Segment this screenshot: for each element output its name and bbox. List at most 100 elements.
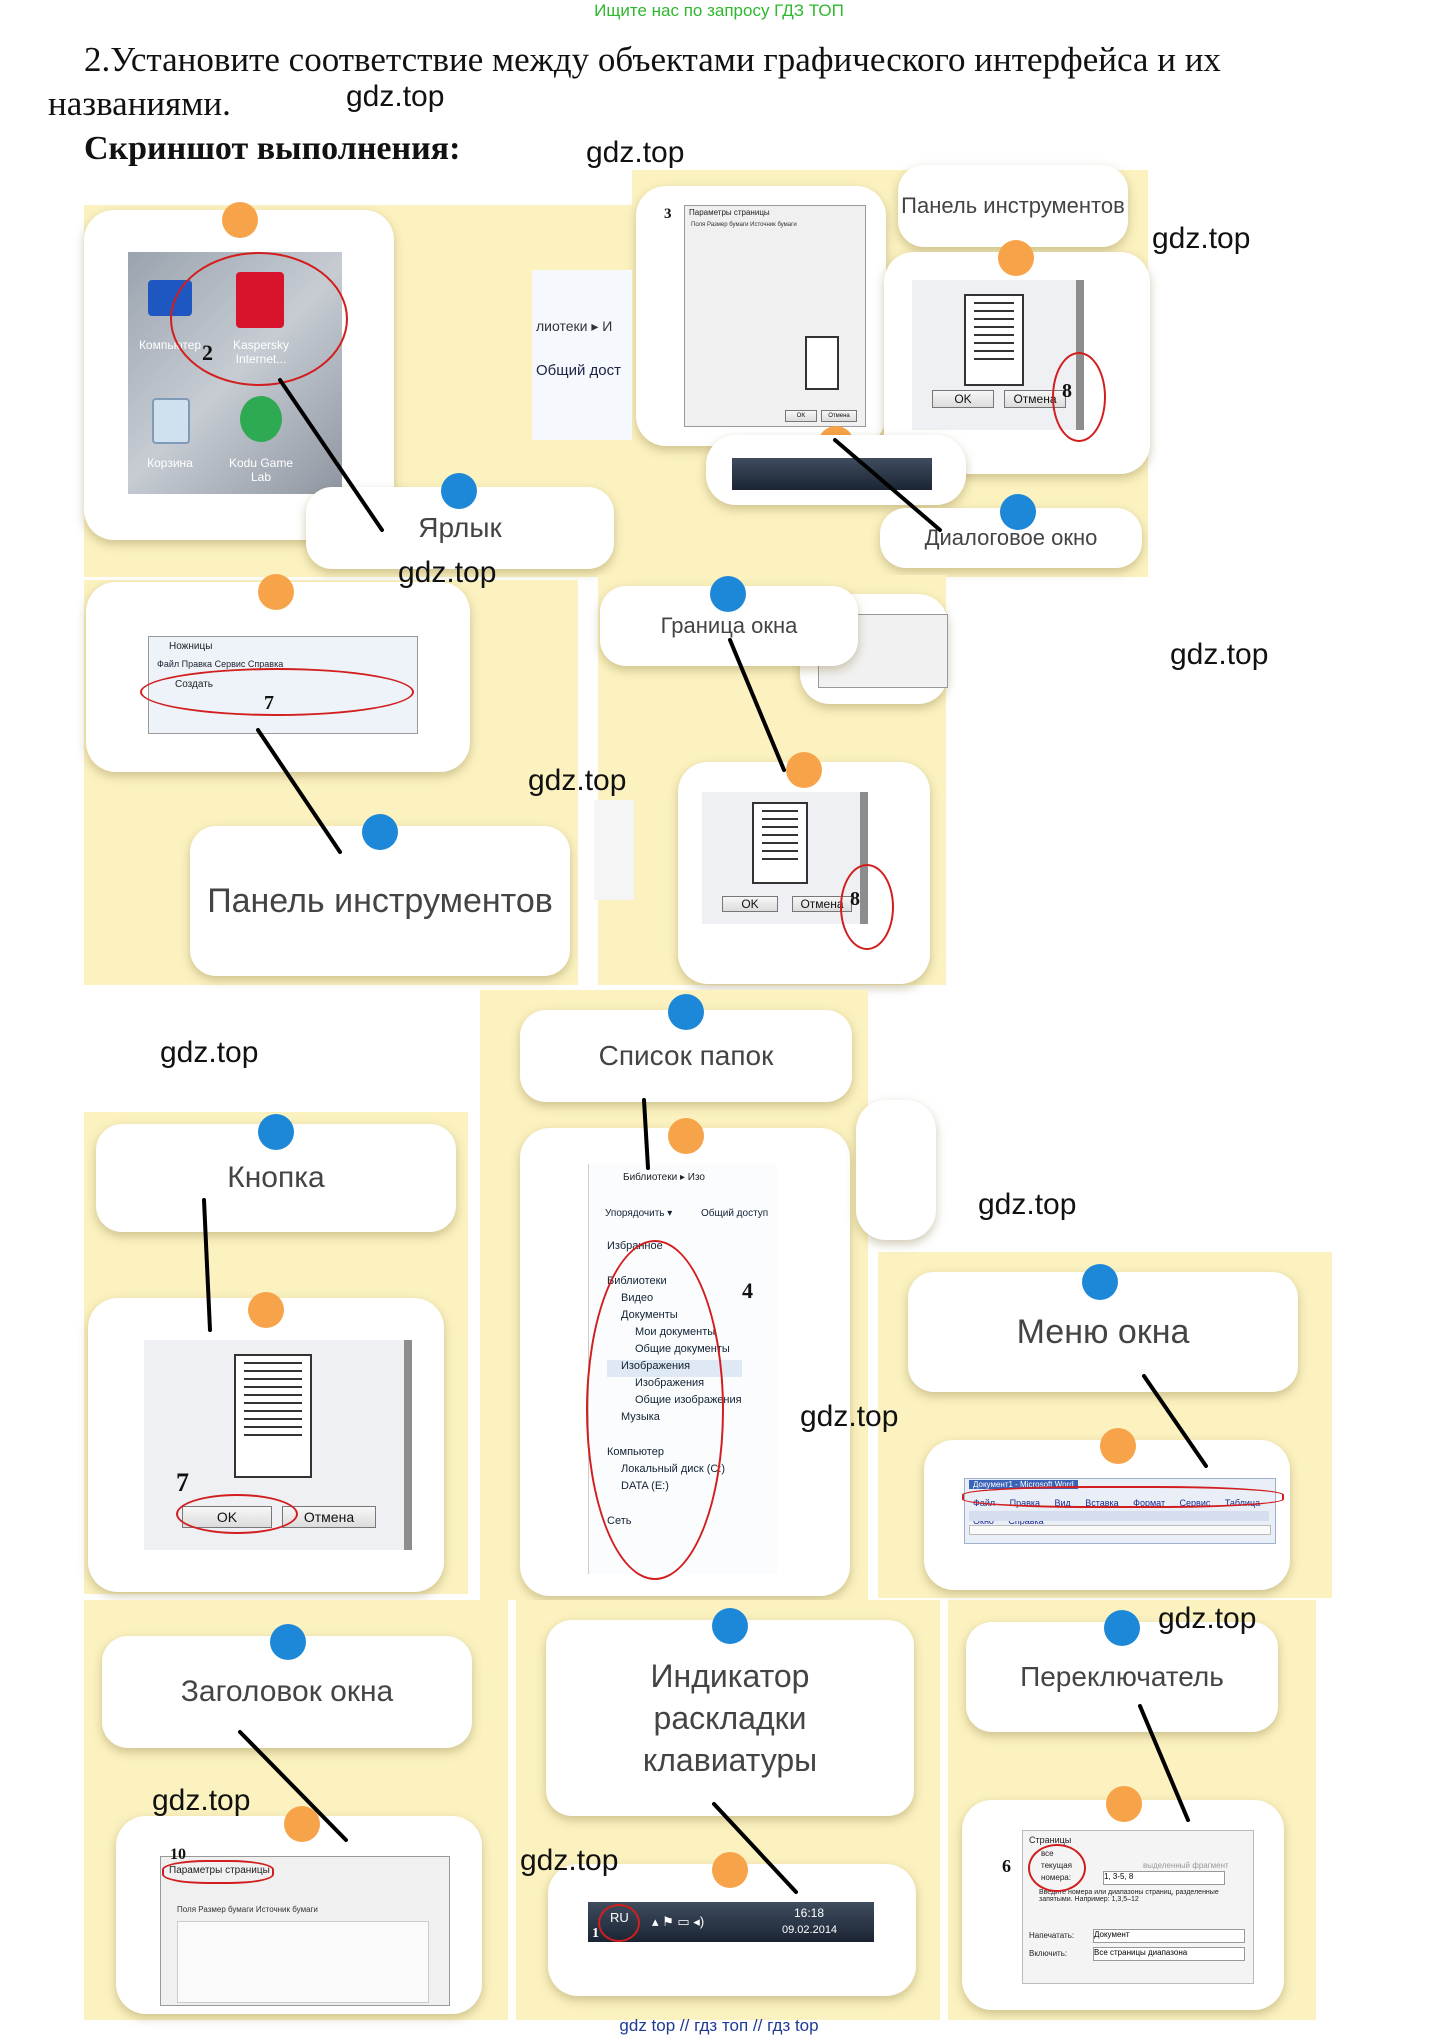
watermark: gdz.top [1170, 638, 1269, 671]
footer-links[interactable]: gdz top // гдз топ // гдз top [619, 2016, 819, 2035]
page-setup-screenshot: Параметры страницы Поля Размер бумаги Ис… [684, 205, 866, 427]
anchor-dot [284, 1806, 320, 1842]
word-ruler [969, 1525, 1271, 1535]
anchor-dot [712, 1852, 748, 1888]
label-menu: Меню окна [908, 1272, 1298, 1392]
dialog-tabs: Поля Размер бумаги Источник бумаги [691, 222, 797, 228]
highlight-ring [162, 1860, 274, 1884]
anchor-dot [258, 574, 294, 610]
connector-line [1138, 1704, 1190, 1822]
menu-item[interactable]: Файл [157, 659, 180, 669]
watermark: gdz.top [1158, 1602, 1257, 1635]
dialog-tabs: Поля Размер бумаги Источник бумаги [177, 1905, 318, 1914]
label-button: Кнопка [96, 1124, 456, 1232]
tab-fields[interactable]: Поля [691, 222, 706, 228]
page-preview-icon [752, 802, 808, 884]
ok-button[interactable]: OK [785, 410, 817, 422]
include-select[interactable]: Все страницы диапазона [1093, 1947, 1245, 1961]
anchor-dot [258, 1114, 294, 1150]
pages-hint: Введите номера или диапазоны страниц, ра… [1039, 1889, 1219, 1903]
highlight-ring [140, 668, 414, 716]
marker-number: 6 [1002, 1856, 1011, 1876]
snipping-menu: Файл Правка Сервис Справка [157, 659, 283, 669]
cancel-button[interactable]: Отмена [282, 1506, 376, 1528]
clock-time: 16:18 [794, 1906, 825, 1920]
cancel-button[interactable]: Отмена [821, 410, 857, 422]
taskbar-fragment [732, 458, 932, 490]
desktop-icon-label: Kodu Game Lab [228, 456, 294, 484]
connector-line [278, 378, 384, 532]
highlight-ring [1028, 1844, 1086, 1892]
anchor-dot [1104, 1610, 1140, 1646]
marker-number: 2 [202, 340, 213, 365]
subtitle: Скриншот выполнения: [84, 130, 461, 167]
clock-date: 09.02.2014 [782, 1924, 838, 1936]
label-border: Граница окна [600, 586, 858, 666]
tab-paper-size[interactable]: Размер бумаги [706, 222, 749, 228]
tab-paper-source[interactable]: Источник бумаги [255, 1905, 318, 1914]
cancel-button[interactable]: Отмена [1004, 390, 1066, 408]
pages-input[interactable]: 1, 3-5, 8 [1103, 1871, 1225, 1885]
ok-button[interactable]: OK [932, 390, 994, 408]
anchor-dot [222, 202, 258, 238]
menu-item[interactable]: Формат [1133, 1498, 1166, 1508]
menu-item[interactable]: Вставка [1085, 1498, 1119, 1508]
preview-page-icon [805, 336, 839, 390]
menu-item[interactable]: Справка [1008, 1516, 1044, 1526]
share-button[interactable]: Общий доступ [701, 1208, 769, 1219]
highlight-ring [962, 1486, 1284, 1508]
anchor-dot [248, 1292, 284, 1328]
page-setup-title-screenshot: Параметры страницы Поля Размер бумаги Ис… [160, 1856, 450, 2006]
anchor-dot [1000, 494, 1036, 530]
tab-paper-size[interactable]: Размер бумаги [198, 1905, 254, 1914]
radio-selection[interactable]: выделенный фрагмент [1143, 1861, 1229, 1870]
label-title: Заголовок окна [102, 1636, 472, 1748]
tab-paper-source[interactable]: Источник бумаги [750, 222, 797, 228]
marker-number: 8 [850, 888, 860, 910]
dialog-title: Параметры страницы [689, 208, 770, 217]
label-keyboard: Индикатор раскладки клавиатуры [546, 1620, 914, 1816]
kodu-icon [240, 396, 282, 442]
tab-fields[interactable]: Поля [177, 1905, 197, 1914]
watermark: gdz.top [528, 764, 627, 797]
menu-item[interactable]: Окно [973, 1516, 994, 1526]
menu-item[interactable]: Правка [181, 659, 213, 669]
fragment-card [856, 1100, 936, 1240]
ok-button[interactable]: OK [722, 896, 778, 912]
connector-line [202, 1198, 212, 1332]
word-menu-screenshot: Документ1 - Microsoft Word Файл Правка В… [964, 1478, 1276, 1544]
marker-number: 7 [176, 1468, 189, 1497]
menu-item[interactable]: Сервис [214, 659, 246, 669]
anchor-dot [1082, 1264, 1118, 1300]
connector-line [642, 1098, 650, 1170]
watermark: gdz.top [152, 1784, 251, 1817]
watermark: gdz.top [520, 1844, 619, 1877]
word-toolbar [969, 1511, 1269, 1521]
connector-line [1142, 1374, 1208, 1468]
anchor-dot [712, 1608, 748, 1644]
label-toolbar: Панель инструментов [190, 826, 570, 976]
snipping-title: Ножницы [169, 641, 213, 652]
watermark: gdz.top [160, 1036, 259, 1069]
print-label: Напечатать: [1029, 1931, 1075, 1940]
connector-line [833, 438, 942, 532]
connector-line [256, 728, 342, 854]
highlight-ring [586, 1240, 724, 1580]
organize-button[interactable]: Упорядочить ▾ [605, 1208, 673, 1219]
menu-item[interactable]: Справка [247, 659, 284, 669]
marker-number: 8 [1062, 380, 1072, 402]
word-title: Документ1 - Microsoft Word [969, 1480, 1078, 1489]
anchor-dot [1100, 1428, 1136, 1464]
anchor-dot [710, 576, 746, 612]
print-select[interactable]: Документ [1093, 1929, 1245, 1943]
search-hint[interactable]: Ищите нас по запросу ГДЗ ТОП [594, 1, 844, 20]
anchor-dot [668, 994, 704, 1030]
connector-line [712, 1802, 798, 1894]
breadcrumb[interactable]: Библиотеки ▸ Изо [623, 1172, 705, 1183]
task-text: 2.Установите соответствие между объектам… [48, 40, 1221, 123]
label-switch: Переключатель [966, 1622, 1278, 1732]
highlight-ring [1052, 352, 1106, 442]
cancel-button[interactable]: Отмена [792, 896, 852, 912]
connector-line [728, 638, 786, 772]
anchor-dot [270, 1624, 306, 1660]
